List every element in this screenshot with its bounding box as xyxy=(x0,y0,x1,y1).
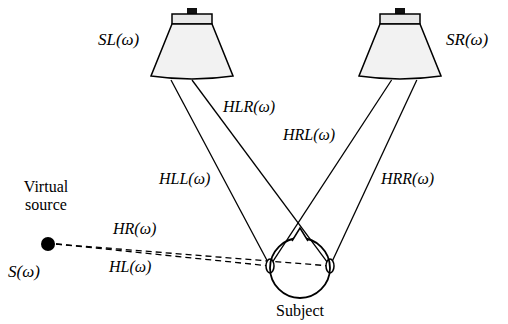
node-label: SL(ω) xyxy=(98,30,139,50)
node-label: Subject xyxy=(250,302,350,320)
transfer-path xyxy=(192,80,330,266)
nose xyxy=(292,228,308,241)
head-outline xyxy=(270,238,330,298)
transfer-function-label: HRL(ω) xyxy=(282,126,336,144)
subject-head: Subject xyxy=(264,226,336,300)
speaker-knob xyxy=(395,8,405,14)
speaker-cone xyxy=(151,24,233,79)
transfer-function-label: HLR(ω) xyxy=(222,98,276,116)
source-dot xyxy=(41,237,55,251)
speaker-knob xyxy=(187,8,197,14)
speaker-cone xyxy=(359,24,441,79)
virtual-source: Virtual sourceS(ω) xyxy=(40,236,56,252)
speaker-shape xyxy=(150,8,234,80)
subject-head-shape xyxy=(264,226,336,300)
node-sublabel: S(ω) xyxy=(8,262,40,282)
transfer-function-label: HLL(ω) xyxy=(158,170,211,188)
speaker: SR(ω) xyxy=(358,8,442,80)
node-label: SR(ω) xyxy=(446,30,488,50)
speaker-magnet xyxy=(172,14,212,24)
transfer-path xyxy=(56,244,270,266)
transfer-function-label: HRR(ω) xyxy=(380,170,435,188)
transfer-function-label: HL(ω) xyxy=(108,258,152,276)
speaker-magnet xyxy=(380,14,420,24)
transfer-path xyxy=(56,244,330,266)
virtual-source-shape xyxy=(40,236,56,252)
speaker: SL(ω) xyxy=(150,8,234,80)
node-label: Virtual source xyxy=(10,178,82,215)
transfer-function-label: HR(ω) xyxy=(112,220,157,238)
speaker-shape xyxy=(358,8,442,80)
